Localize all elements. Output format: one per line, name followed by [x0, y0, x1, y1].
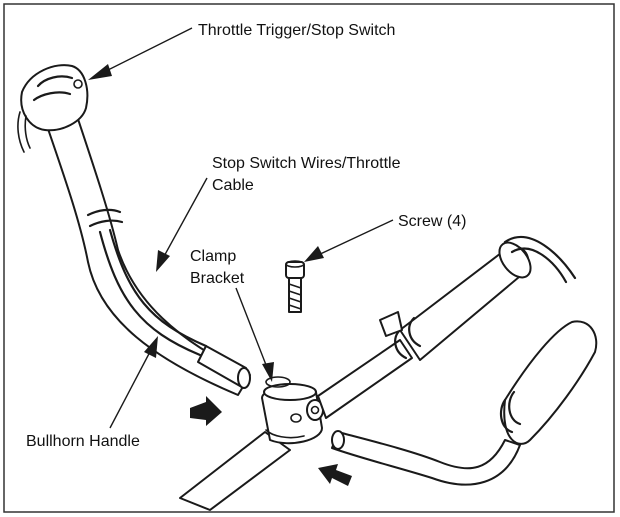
clamp-bracket	[261, 376, 324, 445]
diagram-frame	[3, 3, 615, 513]
right-lower-tube	[331, 320, 598, 486]
right-upper-tube	[317, 235, 577, 419]
stop-switch-wires	[98, 228, 251, 389]
label-clamp-line1: Clamp	[190, 248, 236, 265]
leader-arrows	[88, 27, 394, 486]
labels: Throttle Trigger/Stop Switch Stop Switch…	[26, 22, 466, 450]
screw	[285, 260, 305, 313]
label-stop-switch-wires-line1: Stop Switch Wires/Throttle	[212, 155, 401, 172]
label-screw: Screw (4)	[398, 213, 466, 230]
label-bullhorn-handle: Bullhorn Handle	[26, 433, 140, 450]
label-stop-switch-wires-line2: Cable	[212, 177, 254, 194]
label-throttle-trigger: Throttle Trigger/Stop Switch	[198, 22, 395, 39]
direction-arrow-right	[318, 464, 352, 486]
throttle-trigger-housing	[17, 64, 89, 153]
main-tube	[179, 431, 291, 511]
direction-arrow-left	[190, 396, 222, 426]
label-clamp-line2: Bracket	[190, 270, 245, 287]
